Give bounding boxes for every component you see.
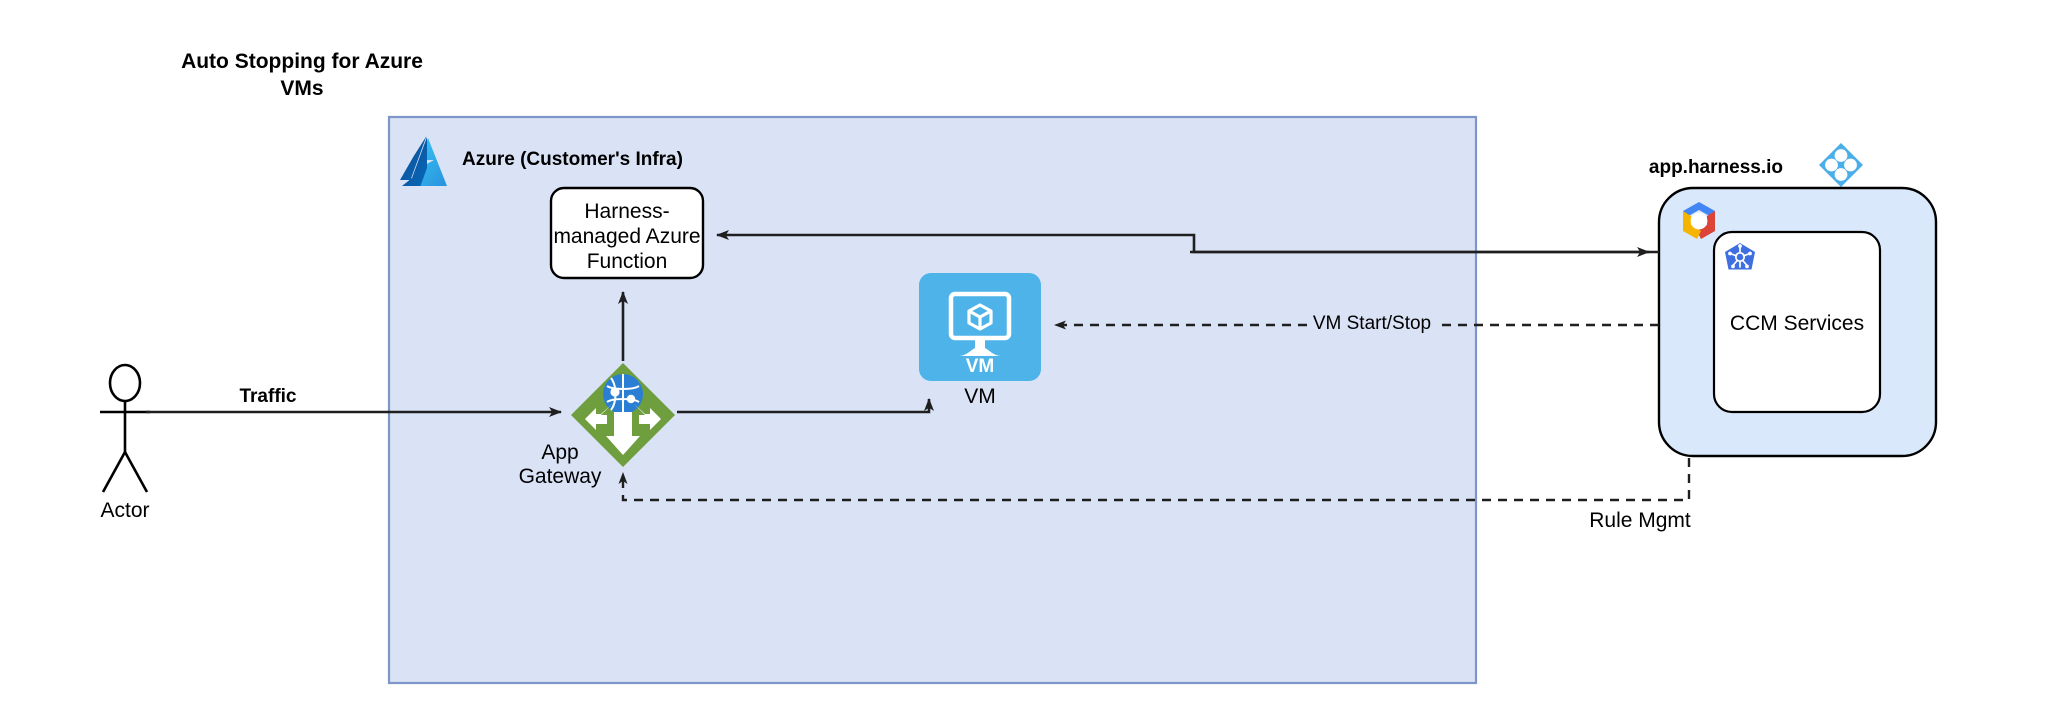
vm-caption-label: VM — [964, 385, 996, 408]
azure-function-label-line-1: Harness- — [584, 200, 669, 223]
google-cloud-icon — [1683, 202, 1715, 239]
edge-gateway-to-vm — [677, 398, 934, 414]
ccm-services-node[interactable] — [1712, 230, 1882, 414]
azure-function-label-line-3: Function — [587, 250, 668, 273]
app-gateway-node[interactable] — [571, 363, 675, 467]
azure-logo-icon — [400, 136, 447, 186]
app-gateway-label-line-2: Gateway — [519, 465, 602, 488]
edge-label-vm-start-stop: VM Start/Stop — [1313, 313, 1431, 334]
azure-vm-icon — [948, 291, 1012, 356]
page-title-line-2: VMs — [280, 77, 323, 100]
edge-label-traffic: Traffic — [239, 386, 296, 407]
edge-label-backing-vm-start-stop — [1308, 311, 1436, 336]
page-title-line-1: Auto Stopping for Azure — [181, 50, 423, 73]
app-gateway-label-line-1: App — [541, 441, 578, 464]
ccm-services-label: CCM Services — [1730, 312, 1864, 335]
kubernetes-icon — [1725, 243, 1755, 270]
azure-function-node[interactable] — [549, 186, 705, 280]
edge-harness-to-gateway — [618, 458, 1691, 502]
azure-group-label: Azure (Customer's Infra) — [462, 149, 683, 170]
actor-label: Actor — [100, 499, 149, 522]
harness-group-label: app.harness.io — [1649, 157, 1783, 178]
vm-inner-label: VM — [966, 356, 995, 377]
harness-logo-icon — [1819, 143, 1863, 187]
edge-label-rule-mgmt: Rule Mgmt — [1589, 509, 1691, 532]
actor-stick-figure-icon — [100, 363, 150, 493]
azure-application-gateway-icon — [585, 374, 661, 455]
azure-function-label-line-2: managed Azure — [553, 225, 700, 248]
